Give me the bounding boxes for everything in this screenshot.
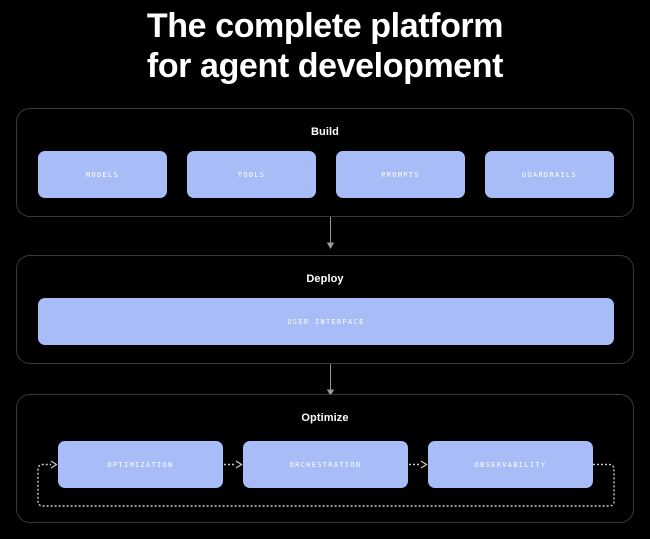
- card-prompts[interactable]: PROMPTS: [336, 151, 465, 198]
- section-panel-build: Build MODELS TOOLS PROMPTS GUARDRAILS: [16, 108, 634, 217]
- page-title: The complete platform for agent developm…: [0, 6, 650, 86]
- card-models[interactable]: MODELS: [38, 151, 167, 198]
- page-title-line-1: The complete platform: [146, 7, 504, 45]
- card-observability[interactable]: OBSERVABILITY: [428, 441, 593, 488]
- card-tools[interactable]: TOOLS: [187, 151, 316, 198]
- card-label-models: MODELS: [85, 170, 120, 179]
- section-title-deploy: Deploy: [306, 273, 344, 285]
- flow-arrow-orchestration-to-observability: [409, 460, 428, 469]
- connector-deploy-to-optimize-arrow-icon: [325, 364, 336, 397]
- card-label-orchestration: ORCHESTRATION: [289, 460, 362, 469]
- section-panel-deploy: Deploy USER INTERFACE: [16, 255, 634, 364]
- card-optimization[interactable]: OPTIMIZATION: [58, 441, 223, 488]
- card-label-observability: OBSERVABILITY: [474, 460, 547, 469]
- page-title-line-2: for agent development: [146, 47, 504, 85]
- card-user-interface[interactable]: USER INTERFACE: [38, 298, 614, 345]
- flow-arrow-optimization-to-orchestration: [224, 460, 243, 469]
- connector-build-to-deploy-arrow-icon: [325, 217, 336, 250]
- section-panel-optimize: Optimize OPTIMIZATION ORCHESTRATION OBSE…: [16, 394, 634, 523]
- card-guardrails[interactable]: GUARDRAILS: [485, 151, 614, 198]
- card-label-optimization: OPTIMIZATION: [107, 460, 174, 469]
- card-label-guardrails: GUARDRAILS: [521, 170, 578, 179]
- card-label-prompts: PROMPTS: [381, 170, 420, 179]
- section-title-optimize: Optimize: [301, 412, 349, 424]
- card-label-user-interface: USER INTERFACE: [287, 317, 365, 326]
- card-label-tools: TOOLS: [237, 170, 266, 179]
- section-title-build: Build: [311, 126, 339, 138]
- card-orchestration[interactable]: ORCHESTRATION: [243, 441, 408, 488]
